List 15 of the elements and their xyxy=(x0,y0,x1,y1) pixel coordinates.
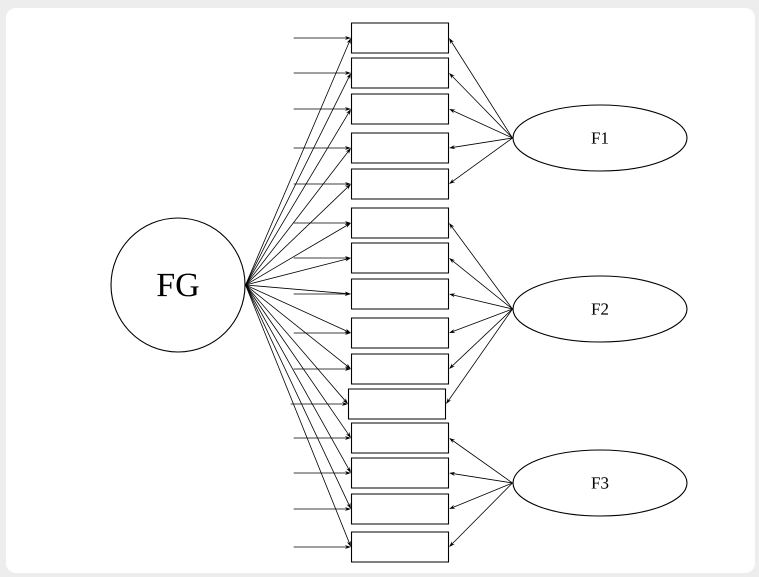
indicator-box xyxy=(350,422,450,454)
indicator-box xyxy=(350,22,450,54)
indicator-box xyxy=(350,207,450,239)
indicator-box xyxy=(350,493,450,525)
indicator-box xyxy=(350,278,450,310)
indicator-box xyxy=(350,531,450,563)
indicator-box xyxy=(350,57,450,89)
indicator-box xyxy=(350,457,450,489)
indicator-box xyxy=(350,132,450,164)
indicator-box xyxy=(348,388,446,420)
indicator-box xyxy=(350,93,450,125)
indicator-box xyxy=(350,242,450,274)
indicator-box xyxy=(350,353,450,385)
indicator-box xyxy=(350,317,450,349)
indicator-box xyxy=(350,168,450,200)
